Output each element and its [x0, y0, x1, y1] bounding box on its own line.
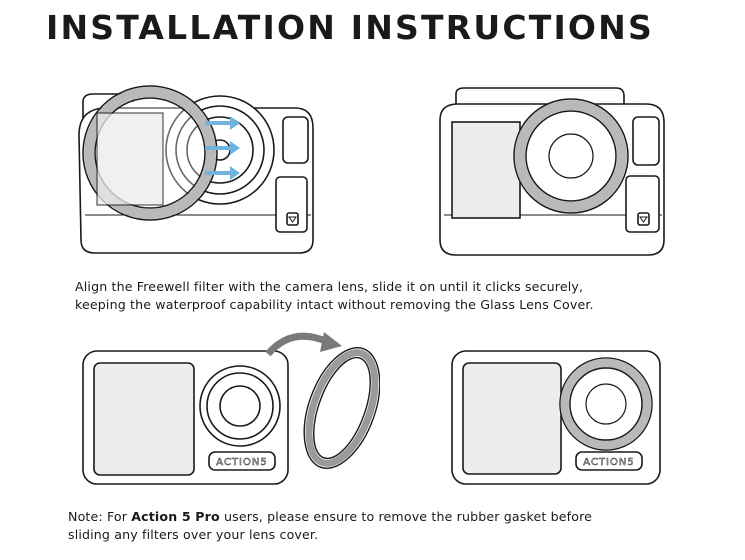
- step2-caption-line1: Note: For Action 5 Pro users, please ens…: [68, 508, 592, 526]
- figure-remove-gasket: ACTION5: [82, 332, 380, 485]
- note-prefix: Note: For: [68, 509, 132, 524]
- figure-filter-installed: [439, 87, 665, 256]
- step1-caption: Align the Freewell filter with the camer…: [75, 278, 594, 314]
- step1-caption-line2: keeping the waterproof capability intact…: [75, 297, 594, 312]
- model-name: Action 5 Pro: [131, 509, 220, 524]
- figure-align-filter: [78, 85, 314, 254]
- step2-caption: Note: For Action 5 Pro users, please ens…: [68, 508, 592, 544]
- insertion-arrows: [205, 116, 240, 180]
- camera-label-2: ACTION5: [583, 457, 634, 468]
- step1-caption-line1: Align the Freewell filter with the camer…: [75, 279, 584, 294]
- figure-filter-on-action5: ACTION5: [451, 350, 661, 485]
- camera-label: ACTION5: [216, 457, 267, 468]
- note-suffix: users, please ensure to remove the rubbe…: [219, 509, 593, 524]
- page-title: INSTALLATION INSTRUCTIONS: [46, 8, 654, 47]
- step2-caption-line2: sliding any filters over your lens cover…: [68, 527, 319, 542]
